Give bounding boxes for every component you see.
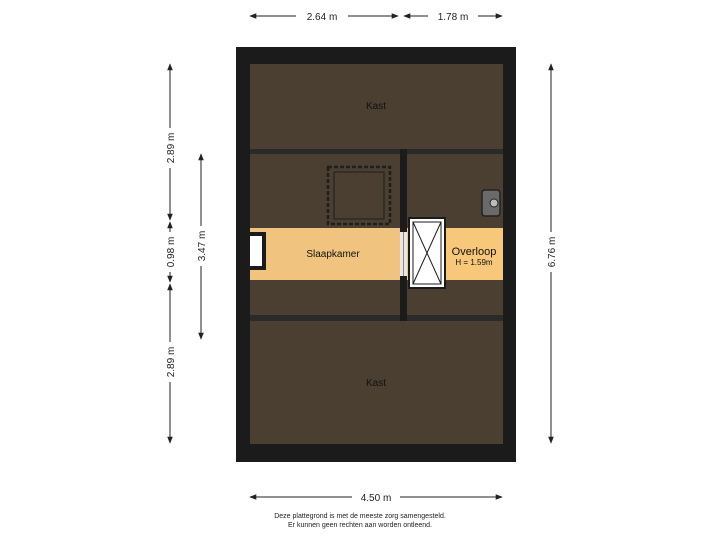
attic-left-floor: [250, 154, 400, 228]
attic-lower-left-floor: [250, 280, 400, 315]
wall-upper: [250, 149, 503, 154]
dim-top-right: 1.78 m: [438, 12, 469, 23]
kast-bottom-floor: [250, 321, 503, 444]
slaapkamer-floor: [250, 228, 400, 280]
boiler-dial: [489, 198, 499, 208]
disclaimer-line-2: Er kunnen geen rechten aan worden ontlee…: [288, 522, 432, 529]
kast-top-label: Kast: [366, 101, 386, 112]
kast-bottom-label: Kast: [366, 378, 386, 389]
dim-left-top: 2.89 m: [166, 133, 177, 164]
chimney: [246, 232, 266, 270]
dim-left-bottom: 2.89 m: [166, 347, 177, 378]
slaapkamer-label: Slaapkamer: [306, 249, 360, 260]
dim-left-middle: 0.98 m: [166, 237, 177, 268]
attic-hatch-inner: [333, 171, 385, 220]
overloop-height-label: H = 1.59m: [455, 258, 492, 267]
attic-hatch: [326, 165, 392, 226]
stair-cross-b: [412, 221, 442, 285]
dim-bottom: 4.50 m: [361, 493, 392, 504]
kast-top-floor: [250, 64, 503, 149]
overloop-label: Overloop: [452, 246, 497, 258]
stair-inner: [412, 221, 442, 285]
dim-right: 6.76 m: [547, 237, 558, 268]
wall-lower: [250, 315, 503, 321]
disclaimer-line-1: Deze plattegrond is met de meeste zorg s…: [274, 513, 446, 520]
dim-top-left: 2.64 m: [307, 12, 338, 23]
dim-left-inner: 3.47 m: [197, 231, 208, 262]
